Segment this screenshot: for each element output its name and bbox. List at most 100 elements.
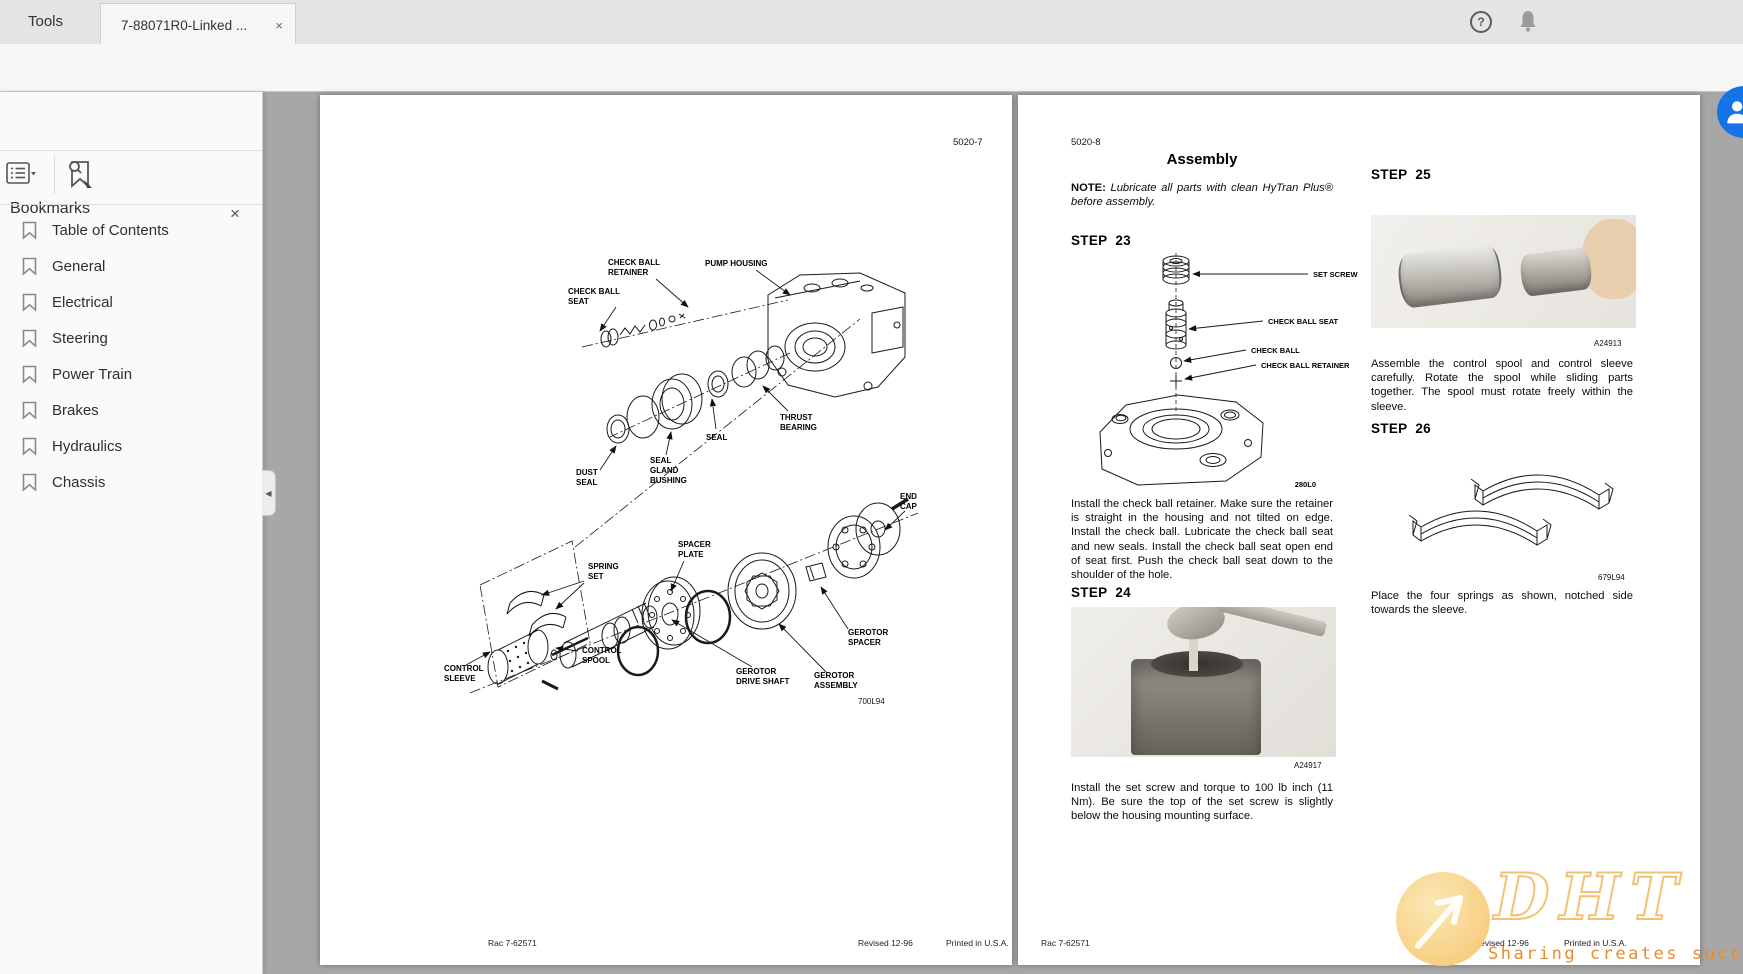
part-label: SPOOL (582, 656, 610, 665)
watermark-tagline: Sharing creates success (1488, 944, 1743, 964)
step-25-photo (1371, 215, 1636, 328)
bookmarks-close-icon[interactable]: × (230, 204, 240, 223)
part-label: RETAINER (608, 268, 649, 277)
part-label: GLAND (650, 466, 679, 475)
step-24-heading: STEP 24 (1071, 585, 1131, 600)
page-number: 5020-7 (953, 137, 983, 148)
sidebar-item-general[interactable]: General (0, 248, 262, 284)
tab-document-label: 7-88071R0-Linked ... (121, 17, 248, 33)
figure-code: 679L94 (1598, 573, 1625, 582)
bookmarks-panel: Bookmarks × Table of Contents General El… (0, 92, 263, 974)
figure-label: CHECK BALL RETAINER (1261, 361, 1350, 370)
sidebar-item-table-of-contents[interactable]: Table of Contents (0, 212, 262, 248)
tab-bar: Tools 7-88071R0-Linked ... × ? (0, 0, 1743, 46)
figure-label: CHECK BALL SEAT (1268, 317, 1339, 326)
pdf-page-left: 5020-7 (320, 95, 1012, 965)
part-label: CHECK BALL (568, 287, 620, 296)
part-label: END (900, 492, 917, 501)
divider (0, 150, 262, 151)
sidebar-item-electrical[interactable]: Electrical (0, 284, 262, 320)
figure-code: A24913 (1594, 339, 1622, 348)
figure-code: 700L94 (858, 697, 885, 706)
part-label: ASSEMBLY (814, 681, 858, 690)
part-label: PLATE (678, 550, 704, 559)
watermark-arrow-badge (1396, 872, 1490, 966)
part-label: SEAL (576, 478, 597, 487)
photo-control-sleeve (1396, 242, 1504, 310)
page-number: 5020-8 (1071, 137, 1101, 148)
tab-tools[interactable]: Tools (28, 13, 64, 30)
part-label: SEAL (650, 456, 671, 465)
notifications-bell-icon[interactable] (1516, 8, 1540, 34)
part-label: THRUST (780, 413, 813, 422)
sidebar-item-brakes[interactable]: Brakes (0, 392, 262, 428)
part-label: DUST (576, 468, 598, 477)
bookmark-label: Electrical (52, 293, 113, 311)
step-25-heading: STEP 25 (1371, 167, 1431, 182)
photo-wrench-head (1164, 607, 1228, 644)
divider (0, 204, 262, 205)
sidebar-item-hydraulics[interactable]: Hydraulics (0, 428, 262, 464)
bookmark-label: Table of Contents (52, 221, 169, 239)
sidebar-item-steering[interactable]: Steering (0, 320, 262, 356)
part-label: CONTROL (444, 664, 484, 673)
part-label: SET (588, 572, 604, 581)
part-label: SPACER (848, 638, 881, 647)
bookmark-label: Power Train (52, 365, 133, 383)
note-text: NOTE: Lubricate all parts with clean HyT… (1071, 181, 1333, 209)
footer-doc-code: Rac 7-62571 (1041, 938, 1090, 948)
close-tab-icon[interactable]: × (275, 17, 283, 33)
step-23-text: Install the check ball retainer. Make su… (1071, 498, 1333, 582)
sidebar-item-chassis[interactable]: Chassis (0, 464, 262, 500)
step-24-text: Install the set screw and torque to 100 … (1071, 782, 1333, 823)
part-label: SPRING (588, 562, 619, 571)
collapse-sidebar-handle[interactable]: ◀ (262, 470, 276, 516)
footer-revised: Revised 12-96 (1474, 938, 1529, 948)
step-25-text: Assemble the control spool and control s… (1371, 358, 1633, 413)
step-23-heading: STEP 23 (1071, 233, 1131, 248)
note-body: Lubricate all parts with clean HyTran Pl… (1071, 182, 1334, 209)
figure-label: SET SCREW (1313, 270, 1358, 279)
part-label: CONTROL (582, 646, 622, 655)
part-label: BEARING (780, 423, 817, 432)
bookmark-label: Steering (52, 329, 108, 347)
step-26-text: Place the four springs as shown, notched… (1371, 590, 1633, 617)
section-title: Assembly (1166, 151, 1238, 168)
note-label: NOTE: (1071, 182, 1106, 194)
part-label: SEAT (568, 297, 589, 306)
find-current-bookmark-icon[interactable] (66, 158, 96, 192)
figure-label: CHECK BALL (1251, 346, 1300, 355)
bookmark-options-icon[interactable] (6, 162, 36, 188)
part-label: SEAL (706, 433, 727, 442)
step-24-photo (1071, 607, 1336, 757)
part-label: PUMP HOUSING (705, 259, 768, 268)
part-label: SPACER (678, 540, 711, 549)
part-label: SLEEVE (444, 674, 476, 683)
step-26-figure (1408, 474, 1614, 546)
sidebar-item-power-train[interactable]: Power Train (0, 356, 262, 392)
part-label: GEROTOR (814, 671, 855, 680)
step-26-heading: STEP 26 (1371, 421, 1431, 436)
toolbar: / 716 (0, 44, 1743, 138)
part-label: GEROTOR (848, 628, 889, 637)
bookmark-label: Hydraulics (52, 437, 123, 455)
part-label: GEROTOR (736, 667, 777, 676)
divider (54, 156, 55, 194)
tab-document[interactable]: 7-88071R0-Linked ... × (100, 3, 296, 46)
photo-wrench-handle (1216, 607, 1328, 638)
part-label: BUSHING (650, 476, 687, 485)
bookmark-label: General (52, 257, 106, 275)
exploded-diagram: CHECK BALL RETAINER CHECK BALL SEAT PUMP… (444, 258, 919, 694)
photo-socket-stem (1189, 635, 1198, 671)
help-icon[interactable]: ? (1470, 11, 1492, 33)
photo-hand (1582, 219, 1636, 299)
step-23-figure: SET SCREW CHECK BALL SEAT CHECK BALL CHE… (1099, 253, 1358, 489)
watermark-brand: DHT (1493, 859, 1688, 936)
figure-code: A24917 (1294, 761, 1322, 770)
part-label: CHECK BALL (608, 258, 660, 267)
figure-code: 280L0 (1295, 480, 1316, 489)
footer-revised: Revised 12-96 (858, 938, 913, 948)
share-people-button[interactable] (1717, 86, 1743, 138)
part-label: DRIVE SHAFT (736, 677, 789, 686)
